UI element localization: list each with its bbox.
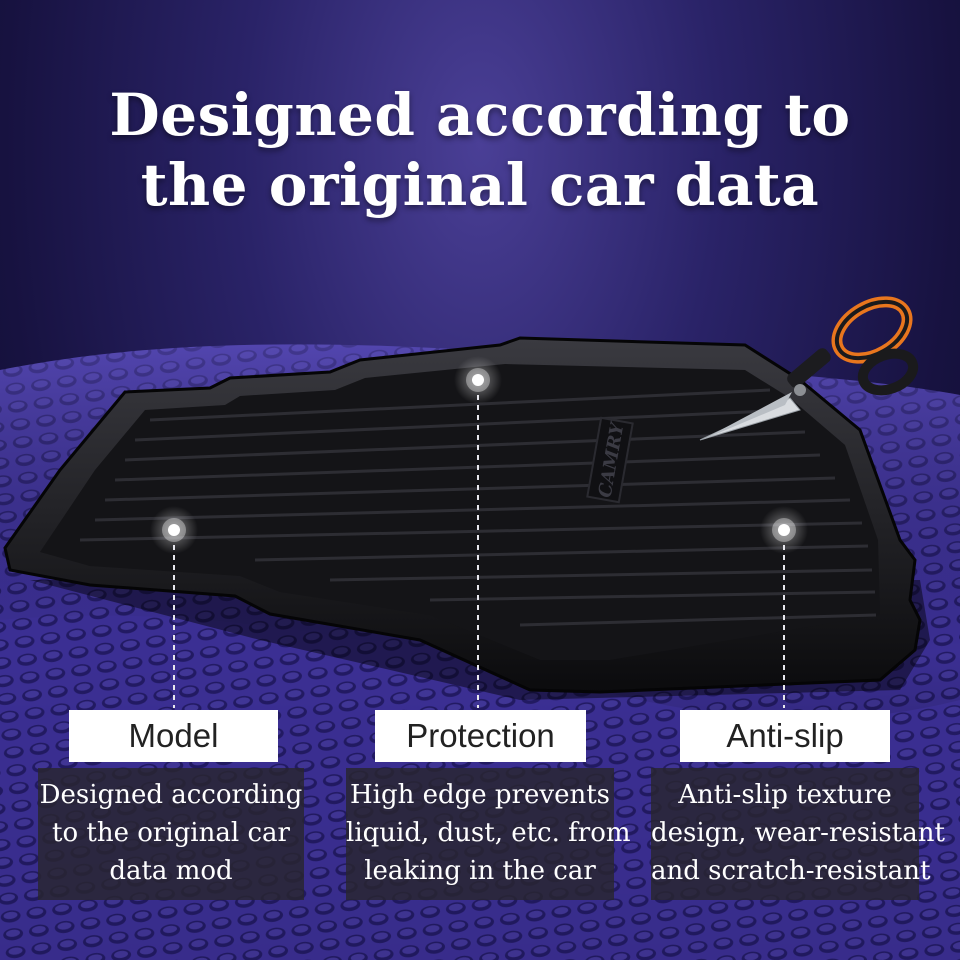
feature-title-anti-slip: Anti-slip bbox=[680, 710, 890, 762]
callout-anti-slip bbox=[760, 506, 808, 708]
feature-desc-line: Designed according bbox=[39, 780, 303, 810]
feature-desc-line: data mod bbox=[109, 856, 233, 886]
feature-desc-line: High edge prevents bbox=[349, 780, 611, 810]
feature-desc-line: and scratch-resistant bbox=[651, 856, 931, 886]
callout-protection bbox=[454, 356, 502, 708]
feature-desc-line: to the original car bbox=[52, 818, 290, 848]
headline-line-1: Designed according to bbox=[109, 81, 851, 149]
feature-desc-model: Designed according to the original car d… bbox=[38, 768, 304, 900]
mat-ribs bbox=[79, 388, 877, 627]
feature-title-model: Model bbox=[69, 710, 278, 762]
feature-desc-protection: High edge prevents liquid, dust, etc. fr… bbox=[346, 768, 631, 900]
scissors-icon bbox=[699, 296, 919, 441]
feature-desc-line: liquid, dust, etc. from bbox=[346, 818, 631, 848]
feature-desc-anti-slip: Anti-slip texture design, wear-resistant… bbox=[651, 768, 945, 900]
feature-title-protection: Protection bbox=[375, 710, 586, 762]
headline: Designed according to the original car d… bbox=[0, 80, 960, 220]
callout-model bbox=[150, 506, 198, 708]
headline-line-2: the original car data bbox=[140, 151, 820, 219]
feature-desc-line: leaking in the car bbox=[364, 856, 596, 886]
feature-desc-line: design, wear-resistant bbox=[651, 818, 945, 848]
feature-desc-line: Anti-slip texture bbox=[678, 780, 892, 810]
